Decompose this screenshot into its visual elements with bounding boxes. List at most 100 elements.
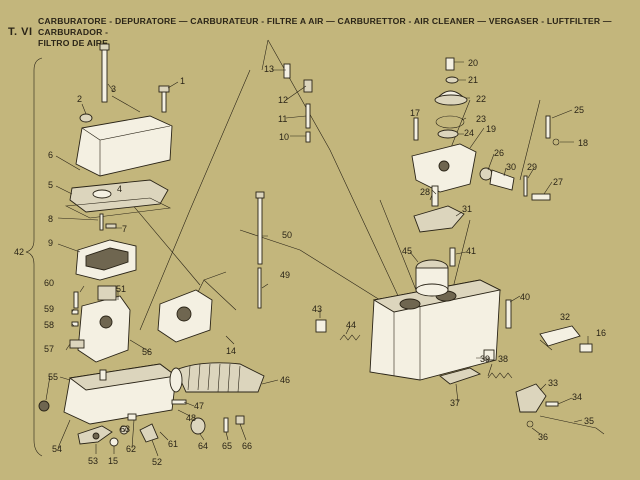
callout-35: 35 — [584, 416, 594, 426]
screw-13 — [283, 63, 291, 79]
hose-end — [169, 367, 183, 393]
callout-23: 23 — [476, 114, 486, 124]
throttle-lever — [197, 271, 237, 311]
callout-32: 32 — [560, 312, 570, 322]
intake-hose — [175, 362, 265, 393]
callout-3: 3 — [111, 84, 116, 94]
callout-10: 10 — [279, 132, 289, 142]
top-cover-assembly — [411, 57, 560, 233]
bracket-hole — [92, 432, 100, 440]
screw-part — [161, 89, 167, 113]
screw-20 — [445, 57, 455, 71]
callout-46: 46 — [280, 375, 290, 385]
callout-53: 53 — [88, 456, 98, 466]
callout-15: 15 — [108, 456, 118, 466]
callout-44: 44 — [346, 320, 356, 330]
washer-66 — [235, 415, 245, 425]
page-header: T. VI CARBURATORE - DEPURATORE — CARBURA… — [0, 0, 640, 48]
callout-1: 1 — [180, 76, 185, 86]
callout-16: 16 — [596, 328, 606, 338]
air-filter-housing — [38, 363, 178, 447]
callout-22: 22 — [476, 94, 486, 104]
jet-41 — [449, 247, 456, 267]
callout-20: 20 — [468, 58, 478, 68]
callout-57: 57 — [44, 344, 54, 354]
choke-port — [438, 160, 450, 172]
main-bore-1 — [399, 298, 421, 310]
callout-21: 21 — [468, 75, 478, 85]
callout-7: 7 — [122, 224, 127, 234]
clip-36 — [526, 420, 534, 428]
seal-24 — [437, 129, 459, 139]
callout-66: 66 — [242, 441, 252, 451]
screw-65 — [223, 417, 229, 433]
pin-part — [99, 213, 104, 231]
rod-part — [257, 267, 262, 309]
screw-60 — [73, 291, 79, 309]
throttle-assembly — [157, 271, 265, 435]
plug-55 — [38, 400, 50, 412]
callout-41: 41 — [466, 246, 476, 256]
callout-39: 39 — [480, 354, 490, 364]
callout-2: 2 — [77, 94, 82, 104]
plate-37 — [439, 367, 482, 385]
screw-17 — [413, 117, 419, 141]
air-cleaner-cover — [75, 115, 173, 177]
air-cleaner-assembly — [64, 43, 173, 281]
callout-56: 56 — [142, 347, 152, 357]
screw-16 — [579, 343, 593, 353]
cover-rim — [81, 125, 171, 176]
callout-43: 43 — [312, 304, 322, 314]
needle-head — [255, 191, 265, 199]
callout-40: 40 — [520, 292, 530, 302]
piece-39 — [483, 349, 495, 361]
pin-29 — [523, 175, 528, 197]
main-carb-side — [393, 306, 421, 380]
lever-assembly — [515, 325, 605, 435]
callout-55: 55 — [48, 372, 58, 382]
callout-17: 17 — [410, 108, 420, 118]
callout-13: 13 — [264, 64, 274, 74]
washer-15 — [109, 437, 119, 447]
screw-11 — [305, 103, 311, 129]
callout-51: 51 — [116, 284, 126, 294]
screw-10 — [305, 131, 311, 143]
callout-31: 31 — [462, 204, 472, 214]
callout-6: 6 — [48, 150, 53, 160]
callout-45: 45 — [402, 246, 412, 256]
ring-23 — [435, 115, 465, 129]
callout-61: 61 — [168, 439, 178, 449]
stud-head — [99, 43, 110, 51]
callout-14: 14 — [226, 346, 236, 356]
callout-48: 48 — [186, 413, 196, 423]
callout-33: 33 — [548, 378, 558, 388]
float-bowl-bottom — [415, 283, 449, 297]
callout-42: 42 — [14, 247, 24, 257]
callout-9: 9 — [48, 238, 53, 248]
diagram-title: CARBURATORE - DEPURATORE — CARBURATEUR -… — [38, 16, 612, 48]
callout-47: 47 — [194, 401, 204, 411]
part-62 — [127, 413, 137, 421]
callout-11: 11 — [278, 114, 287, 124]
callout-24: 24 — [464, 128, 474, 138]
jet-40 — [505, 299, 512, 329]
callout-18: 18 — [578, 138, 588, 148]
callout-54: 54 — [52, 444, 62, 454]
small-screws — [283, 63, 313, 143]
small-carburettor — [69, 285, 131, 363]
main-carburettor — [315, 247, 513, 385]
filter-element — [69, 179, 169, 213]
diaphragm-31 — [413, 205, 465, 233]
leader-lines — [45, 61, 589, 457]
callout-29: 29 — [527, 162, 537, 172]
callout-52: 52 — [152, 457, 162, 467]
washer-21 — [445, 76, 459, 84]
housing-screw — [99, 369, 107, 381]
callout-4: 4 — [117, 184, 122, 194]
callout-64: 64 — [198, 441, 208, 451]
screw-25 — [545, 115, 551, 139]
lever-32 — [539, 325, 581, 347]
hose-ribs — [187, 363, 241, 393]
nut-12 — [303, 79, 313, 93]
callout-27: 27 — [553, 177, 563, 187]
